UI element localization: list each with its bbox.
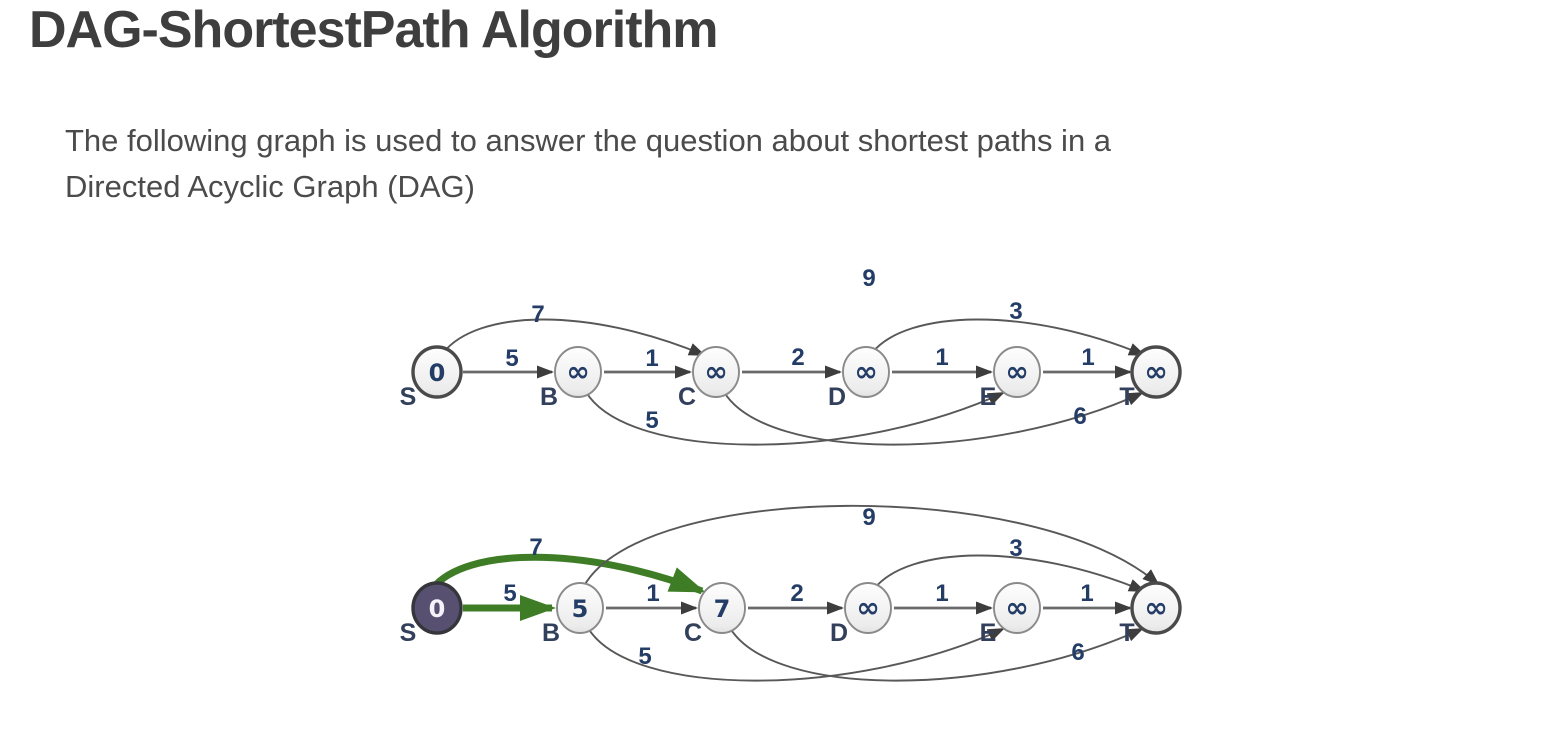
intro-line-2: Directed Acyclic Graph (DAG) xyxy=(65,169,475,204)
graph-initial-value-T: ∞ xyxy=(1144,355,1167,388)
graph-initial-node-E: ∞E xyxy=(980,346,1041,411)
graph-relaxed-edge-C-T xyxy=(729,627,1144,682)
graph-initial-weight-C-D: 2 xyxy=(791,344,804,371)
graph-relaxed-edge-D-T xyxy=(873,554,1146,592)
graph-initial-value-E: ∞ xyxy=(1005,355,1028,388)
graph-relaxed-node-C: 7C xyxy=(684,582,746,647)
graph-initial-value-B: ∞ xyxy=(566,355,589,388)
graph-relaxed-value-E: ∞ xyxy=(1005,591,1028,624)
graph-relaxed-label-T: T xyxy=(1119,619,1134,647)
graph-initial-label-D: D xyxy=(828,383,846,411)
graph-initial-value-S: 0 xyxy=(429,359,446,387)
graph-relaxed-node-E: ∞E xyxy=(980,582,1041,647)
graph-initial-weight-E-T: 1 xyxy=(1081,344,1094,371)
graph-initial-weight-B-T: 9 xyxy=(862,265,875,292)
graph-relaxed-edge-S-C xyxy=(430,553,706,595)
graph-relaxed-weight-C-D: 2 xyxy=(790,580,803,607)
graph-relaxed-label-D: D xyxy=(830,619,848,647)
graph-relaxed-weight-B-T: 9 xyxy=(862,504,875,531)
graph-relaxed-value-S: 0 xyxy=(429,595,446,623)
graph-relaxed-node-S: 0S xyxy=(400,581,463,647)
graph-initial-label-B: B xyxy=(540,383,558,411)
graph-relaxed-label-C: C xyxy=(684,619,702,647)
graph-initial-label-T: T xyxy=(1119,383,1134,411)
graph-initial-weight-S-C: 7 xyxy=(531,301,544,328)
graph-initial-value-D: ∞ xyxy=(854,355,877,388)
graph-initial-label-E: E xyxy=(980,383,997,411)
graph-initial-node-B: ∞B xyxy=(540,346,602,411)
graph-initial-node-S: 0S xyxy=(400,345,463,411)
graph-relaxed-weight-S-B: 5 xyxy=(503,580,516,607)
graph-relaxed-label-E: E xyxy=(980,619,997,647)
graph-initial-weight-D-T: 3 xyxy=(1009,298,1022,325)
graph-relaxed-value-B: 5 xyxy=(572,595,589,623)
graph-relaxed-weight-S-C: 7 xyxy=(529,534,542,561)
graph-relaxed-weight-B-C: 1 xyxy=(646,580,659,607)
graph-initial-weight-B-C: 1 xyxy=(645,345,658,372)
graph-initial-node-D: ∞D xyxy=(828,346,890,411)
graph-relaxed-value-D: ∞ xyxy=(856,591,879,624)
graph-relaxed-weight-D-E: 1 xyxy=(935,580,948,607)
graph-initial-weight-S-B: 5 xyxy=(505,345,518,372)
graph-relaxed-value-T: ∞ xyxy=(1144,591,1167,624)
graph-relaxed-node-D: ∞D xyxy=(830,582,892,647)
graph-initial-edge-B-E xyxy=(585,391,1005,446)
graph-relaxed-node-T: ∞T xyxy=(1119,581,1182,647)
graph-initial-edge-C-T xyxy=(723,391,1144,446)
graph-initial-label-C: C xyxy=(678,383,696,411)
graph-relaxed-edge-B-T xyxy=(583,504,1160,587)
graph-relaxed-value-C: 7 xyxy=(714,595,731,623)
graph-relaxed-weight-E-T: 1 xyxy=(1080,580,1093,607)
graph-initial-value-C: ∞ xyxy=(704,355,727,388)
intro-line-1: The following graph is used to answer th… xyxy=(65,123,1112,158)
graph-relaxed-edge-B-E xyxy=(587,627,1005,682)
graph-initial-weight-C-T: 6 xyxy=(1073,403,1086,430)
graph-initial-node-C: ∞C xyxy=(678,346,740,411)
graph-initial-weight-D-E: 1 xyxy=(935,344,948,371)
page-title: DAG-ShortestPath Algorithm xyxy=(29,1,719,59)
graph-relaxed-weight-C-T: 6 xyxy=(1071,639,1084,666)
graph-relaxed-label-S: S xyxy=(400,619,417,647)
intro-text: The following graph is used to answer th… xyxy=(65,118,1425,210)
graph-relaxed-label-B: B xyxy=(542,619,560,647)
graph-relaxed-weight-D-T: 3 xyxy=(1009,535,1022,562)
graph-initial-label-S: S xyxy=(400,383,417,411)
graph-initial-edge-S-C xyxy=(442,318,706,356)
graph-initial-node-T: ∞T xyxy=(1119,345,1182,411)
graph-initial-weight-B-E: 5 xyxy=(645,407,658,434)
graph-relaxed-weight-B-E: 5 xyxy=(638,643,651,670)
graph-initial-edge-D-T xyxy=(871,318,1146,356)
graph-relaxed-node-B: 5B xyxy=(542,582,604,647)
